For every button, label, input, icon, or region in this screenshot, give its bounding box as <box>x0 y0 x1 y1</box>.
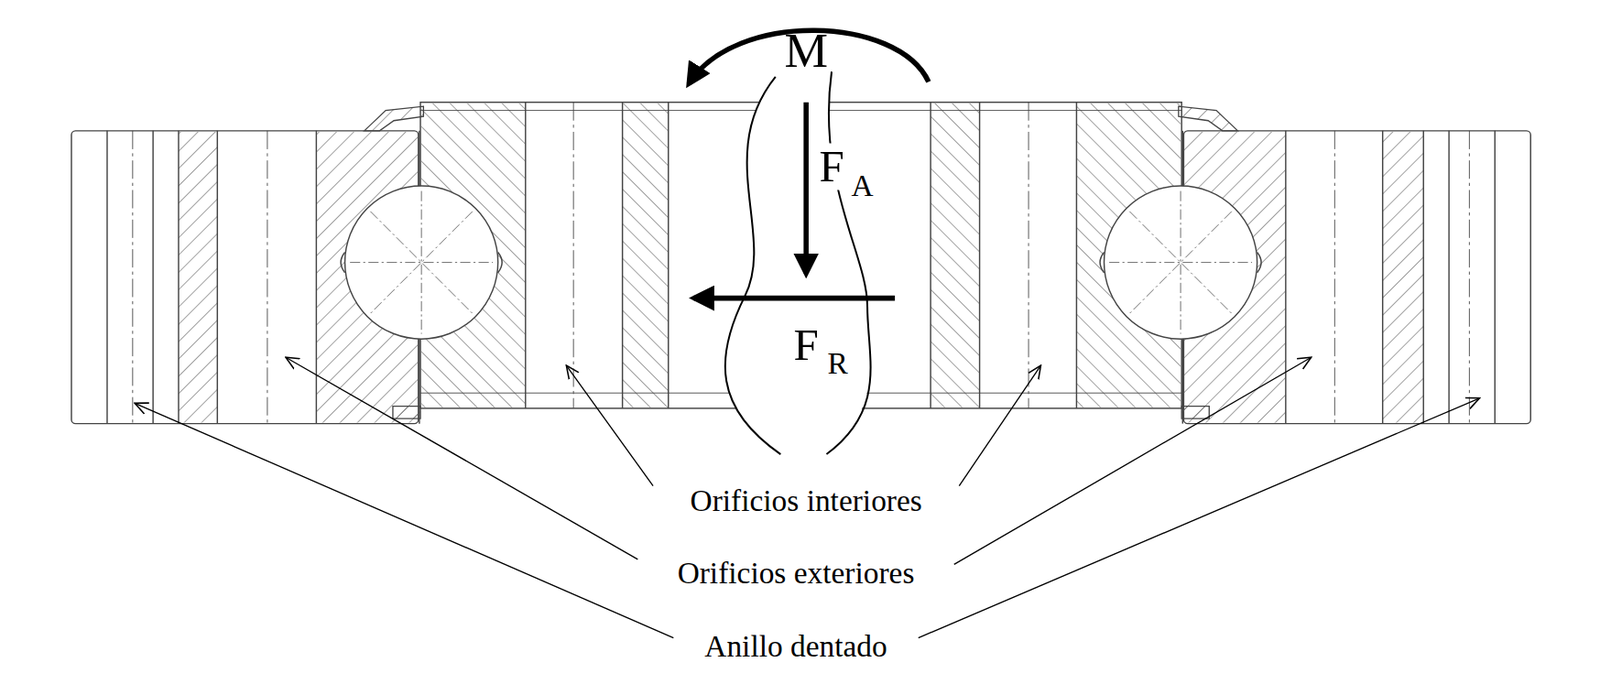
line-shape <box>315 130 317 425</box>
part-label: Orificios interiores <box>687 484 926 517</box>
line-shape <box>1284 130 1286 425</box>
shaft-break <box>725 71 871 455</box>
force-subscript: R <box>825 347 851 380</box>
line-shape <box>418 130 420 186</box>
force-symbol: F <box>816 142 847 190</box>
line-shape <box>694 295 895 302</box>
rect-shape <box>622 103 669 408</box>
polygon-shape <box>364 106 425 131</box>
line-shape <box>285 357 638 560</box>
line-shape <box>421 191 423 335</box>
line-shape <box>958 365 1041 486</box>
line-shape <box>418 338 420 424</box>
force-symbol: F <box>791 321 822 369</box>
line-shape <box>573 102 575 409</box>
rect-shape <box>1382 131 1425 424</box>
line-shape <box>1028 102 1030 409</box>
polygon-shape <box>1178 106 1239 131</box>
line-shape <box>565 365 654 486</box>
line-shape <box>1382 130 1383 425</box>
leader-line <box>134 357 1480 638</box>
circle-shape <box>345 185 499 339</box>
line-shape <box>803 102 809 274</box>
g-shape <box>349 191 493 335</box>
line-shape <box>979 102 980 409</box>
line-shape <box>1423 130 1425 425</box>
line-shape <box>954 357 1312 565</box>
path-shape <box>725 76 782 455</box>
line-shape <box>217 130 218 425</box>
line-shape <box>152 130 153 425</box>
line-shape <box>1334 130 1336 425</box>
line-shape <box>667 102 669 409</box>
line-shape <box>266 130 268 425</box>
polygon-shape <box>1181 406 1209 419</box>
part-label: Orificios exteriores <box>674 556 918 589</box>
line-shape <box>1447 130 1449 425</box>
rect-shape <box>930 103 980 408</box>
line-shape <box>349 261 493 263</box>
line-shape <box>1182 338 1184 424</box>
line-shape <box>177 130 179 425</box>
moment-symbol: M <box>781 25 831 77</box>
polygon-shape <box>392 406 421 419</box>
line-shape <box>1182 130 1184 186</box>
line-shape <box>1129 211 1231 314</box>
line-shape <box>524 102 526 409</box>
line-shape <box>929 102 931 409</box>
line-shape <box>370 211 472 314</box>
line-shape <box>106 130 108 425</box>
line-shape <box>918 398 1481 639</box>
line-shape <box>1129 211 1231 314</box>
line-shape <box>1494 130 1496 425</box>
line-shape <box>1469 130 1470 425</box>
line-shape <box>1109 261 1252 263</box>
line-shape <box>1180 191 1182 335</box>
path-shape <box>725 71 871 455</box>
line-shape <box>131 130 133 425</box>
part-label: Anillo dentado <box>701 631 890 664</box>
line-shape <box>621 102 623 409</box>
force-subscript: A <box>848 169 876 202</box>
path-shape <box>826 71 871 455</box>
rect-shape <box>178 131 218 424</box>
g-shape <box>1109 191 1252 335</box>
circle-shape <box>1104 185 1258 339</box>
line-shape <box>1076 102 1078 409</box>
line-shape <box>370 211 472 314</box>
line-shape <box>134 402 674 638</box>
